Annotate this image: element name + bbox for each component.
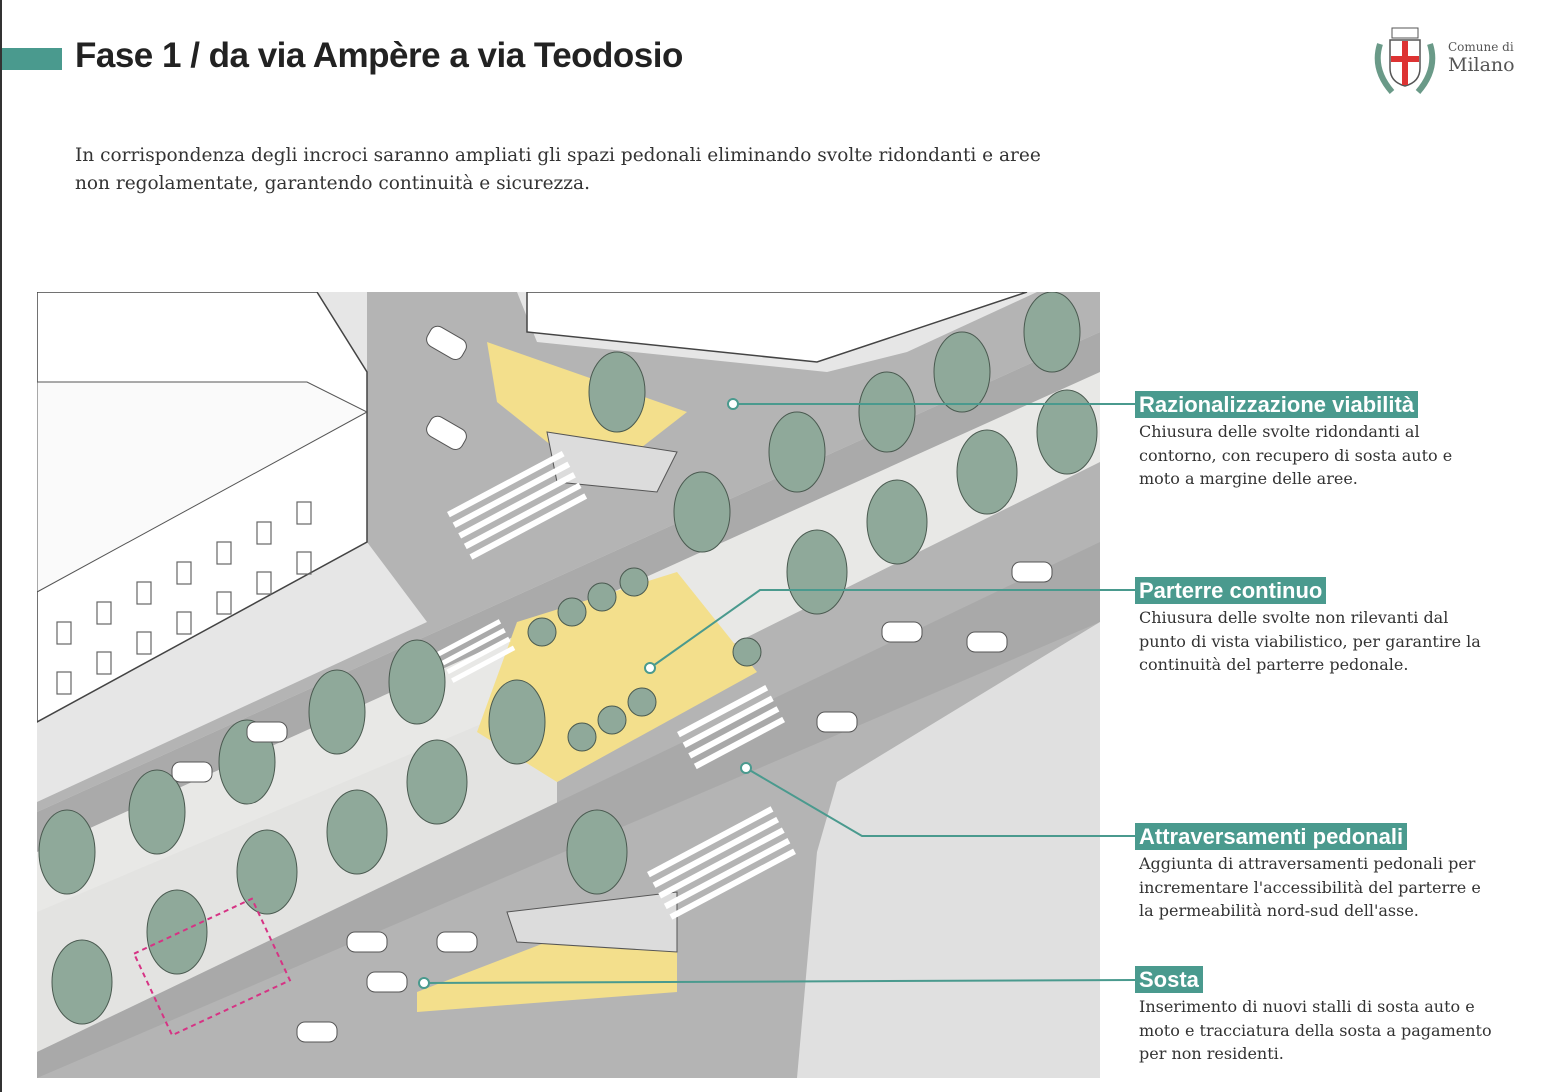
intro-text: In corrispondenza degli incroci saranno …	[75, 145, 1041, 194]
street-illustration	[37, 292, 1100, 1078]
annotation-title: Parterre continuo	[1135, 577, 1327, 604]
annotation-title: Attraversamenti pedonali	[1135, 823, 1408, 850]
sidewalk-se	[797, 622, 1100, 1078]
annotation-text: Chiusura delle svolte ridondanti al cont…	[1139, 422, 1453, 488]
comune-di-milano-logo: Comune di Milano	[1370, 24, 1530, 100]
page-title: Fase 1 / da via Ampère a via Teodosio	[75, 36, 683, 75]
dehors-area	[132, 897, 292, 1037]
annotation-title: Razionalizzazione viabilità	[1135, 391, 1419, 418]
page-border	[0, 0, 2, 1092]
annotation-text: Chiusura delle svolte non rilevanti dal …	[1139, 608, 1481, 674]
annotation-text: Aggiunta di attraversamenti pedonali per…	[1139, 854, 1481, 920]
annotation-parterre: Parterre continuo Chiusura delle svolte …	[1135, 577, 1495, 677]
annotation-attraversamenti: Attraversamenti pedonali Aggiunta di att…	[1135, 823, 1495, 923]
crosswalks	[437, 450, 796, 920]
coat-of-arms-icon	[1374, 27, 1436, 94]
logo-text-comune: Comune di	[1448, 40, 1514, 54]
building-north	[526, 292, 1028, 363]
title-accent-bar	[2, 48, 62, 70]
annotation-razionalizzazione: Razionalizzazione viabilità Chiusura del…	[1135, 391, 1495, 491]
building-windows	[56, 501, 312, 695]
annotation-sosta: Sosta Inserimento di nuovi stalli di sos…	[1135, 966, 1495, 1066]
avenue-south-carriageway	[37, 542, 1100, 1078]
logo-text-milano: Milano	[1448, 54, 1515, 76]
annotation-title: Sosta	[1135, 966, 1203, 993]
annotation-text: Inserimento di nuovi stalli di sosta aut…	[1139, 997, 1492, 1063]
avenue-north-carriageway	[37, 332, 1100, 852]
